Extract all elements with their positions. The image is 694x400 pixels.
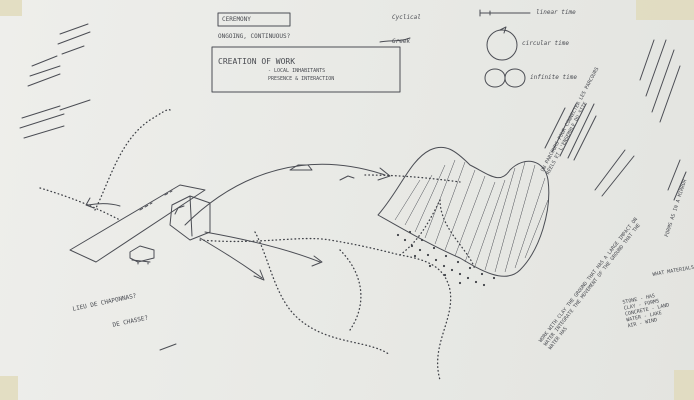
cyclical-label: Cyclical [392,14,421,21]
curved-arrow [185,164,385,225]
ceremony-label: CEREMONY [222,16,251,23]
greek-label: Greek [392,38,410,45]
building [170,196,210,240]
road [70,185,205,262]
circular-time-label: circular time [522,40,569,47]
presence-label: PRESENCE & INTERACTION [268,76,334,82]
linear-time-label: linear time [536,9,576,16]
local-label: - LOCAL INHABITANTS [268,68,325,74]
linear-time-symbol [480,10,530,16]
small-building [130,246,154,262]
infinite-time-label: infinite time [530,74,577,81]
creation-label: CREATION OF WORK [218,58,295,65]
ongoing-label: ONGOING, CONTINUOUS? [218,33,290,40]
circular-time-symbol [487,30,517,60]
infinite-time-symbol [485,69,525,87]
